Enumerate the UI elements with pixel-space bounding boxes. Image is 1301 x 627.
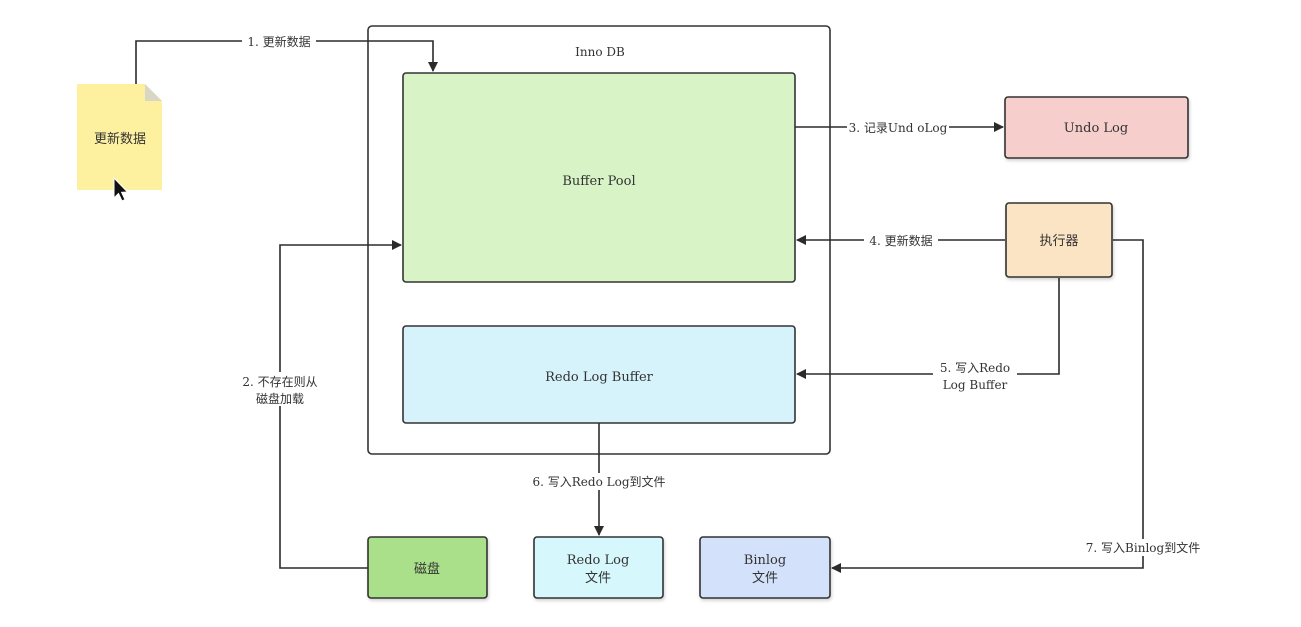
node-executor[interactable]: 执行器 — [1005, 202, 1113, 278]
edge-7-write-binlog — [831, 239, 1144, 573]
node-update-doc[interactable]: 更新数据 — [77, 84, 162, 190]
undo-log-label: Undo Log — [1064, 121, 1128, 136]
edge-5-label-line1: 5. 写入Redo — [940, 361, 1010, 375]
edge-3-label: 3. 记录Und oLog — [849, 121, 948, 135]
mouse-cursor-icon — [113, 176, 129, 202]
edge-4-label: 4. 更新数据 — [869, 233, 932, 248]
edge-7-label: 7. 写入Binlog到文件 — [1086, 540, 1200, 555]
executor-box — [1005, 202, 1113, 278]
innodb-title: Inno DB — [575, 45, 625, 59]
update-doc-label: 更新数据 — [94, 131, 146, 147]
redo-log-file-box — [533, 536, 664, 599]
buffer-pool-label: Buffer Pool — [562, 174, 635, 189]
node-redo-log-file[interactable]: Redo Log 文件 — [533, 536, 664, 599]
edge-labels: 1. 更新数据 2. 不存在则从 磁盘加载 3. 记录Und oLog 4. 更… — [234, 33, 1206, 556]
edge-2-label-line1: 2. 不存在则从 — [242, 375, 317, 389]
binlog-file-label-line1: Binlog — [744, 553, 786, 568]
node-buffer-pool[interactable]: Buffer Pool — [402, 72, 796, 283]
doc-fold-corner — [145, 84, 162, 101]
binlog-file-label-line2: 文件 — [752, 571, 778, 586]
disk-box — [367, 536, 488, 599]
redo-log-file-label-line1: Redo Log — [567, 553, 630, 568]
node-disk[interactable]: 磁盘 — [367, 536, 488, 599]
buffer-pool-box — [402, 72, 796, 283]
edge-6-label: 6. 写入Redo Log到文件 — [533, 474, 666, 489]
redo-log-file-label-line2: 文件 — [585, 571, 611, 586]
redo-log-buffer-box — [402, 325, 796, 424]
edge-1-label: 1. 更新数据 — [247, 34, 310, 49]
node-undo-log[interactable]: Undo Log — [1004, 96, 1189, 159]
edge-5-label-line2: Log Buffer — [943, 378, 1008, 392]
edge-5-write-redo-buffer — [796, 278, 1060, 379]
disk-label: 磁盘 — [414, 561, 440, 577]
executor-label: 执行器 — [1039, 234, 1078, 249]
update-doc-shape — [77, 84, 162, 190]
binlog-file-box — [699, 536, 831, 599]
edge-2-label-line2: 磁盘加载 — [256, 391, 304, 406]
edge-2-load-from-disk — [279, 240, 402, 569]
redo-log-buffer-label: Redo Log Buffer — [545, 370, 654, 385]
node-binlog-file[interactable]: Binlog 文件 — [699, 536, 831, 599]
node-redo-log-buffer[interactable]: Redo Log Buffer — [402, 325, 796, 424]
undo-log-box — [1004, 96, 1189, 159]
